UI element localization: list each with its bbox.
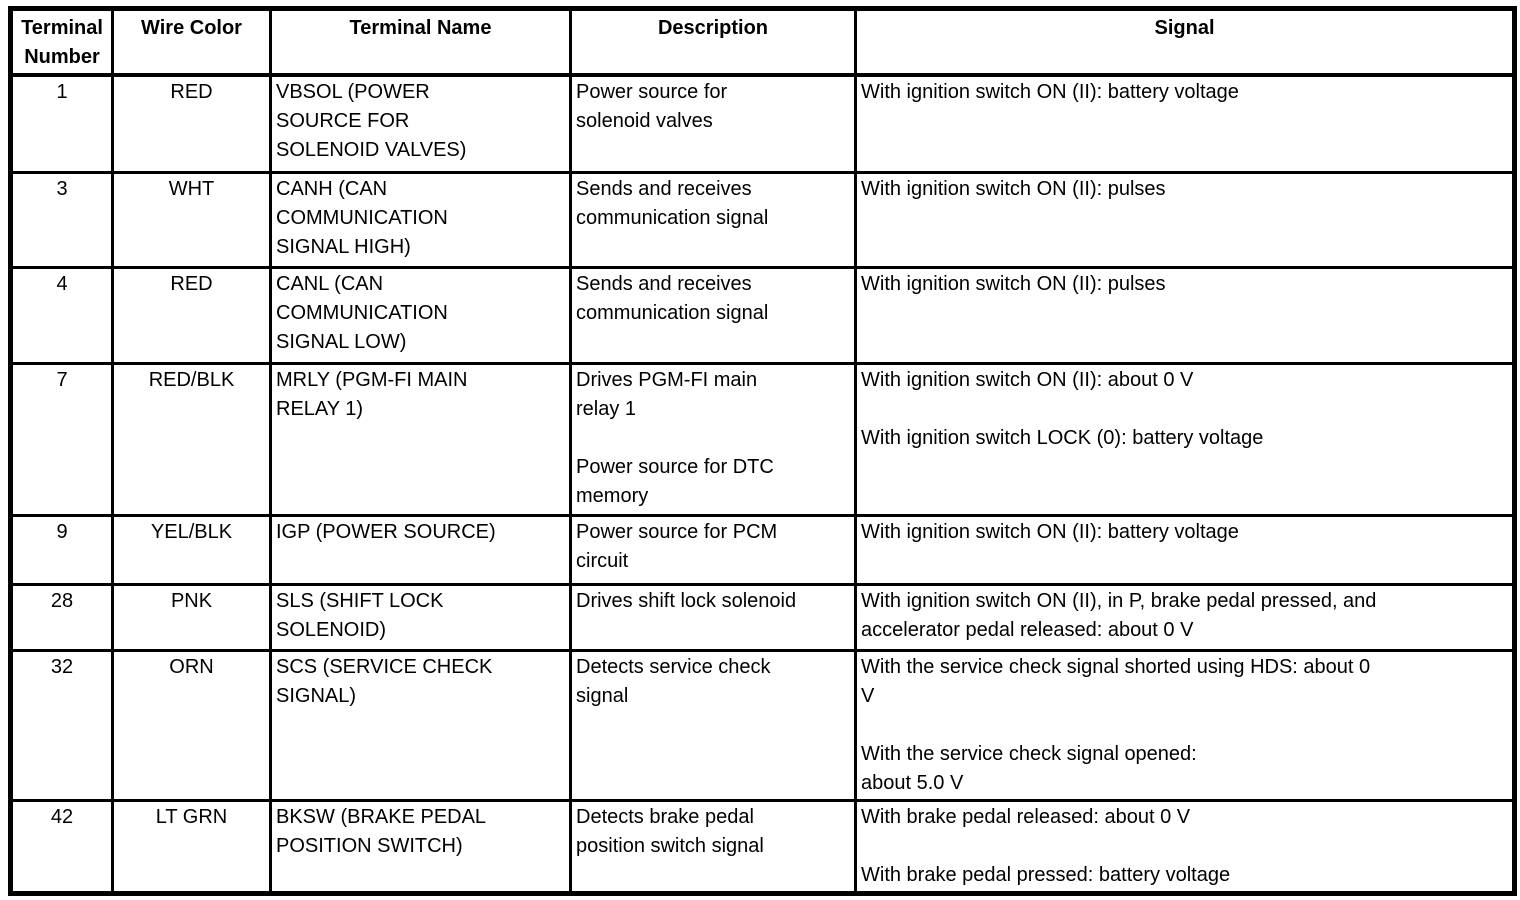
column-header-terminal-number: Terminal Number [9,7,114,77]
terminal-number-cell: 42 [9,798,114,895]
wire-color-cell: WHT [111,170,272,269]
terminal-number-cell: 28 [9,582,114,652]
terminal-number-cell: 3 [9,170,114,269]
description-cell: Power source for PCM circuit [569,513,857,586]
terminal-number-cell: 4 [9,265,114,365]
column-header-signal: Signal [854,7,1516,77]
signal-cell: With ignition switch ON (II): pulses [854,265,1516,365]
signal-cell: With ignition switch ON (II): battery vo… [854,73,1516,174]
terminal-assignment-table: Terminal Number Wire Color Terminal Name… [8,6,1517,896]
table-row: 28 PNK SLS (SHIFT LOCK SOLENOID) Drives … [9,582,1516,652]
description-cell: Detects service check signal [569,648,857,802]
terminal-name-cell: SLS (SHIFT LOCK SOLENOID) [269,582,572,652]
column-header-wire-color: Wire Color [111,7,272,77]
terminal-number-cell: 7 [9,361,114,517]
table-header-row: Terminal Number Wire Color Terminal Name… [9,7,1516,77]
terminal-number-cell: 1 [9,73,114,174]
signal-cell: With ignition switch ON (II): battery vo… [854,513,1516,586]
table-row: 9 YEL/BLK IGP (POWER SOURCE) Power sourc… [9,513,1516,586]
terminal-name-cell: IGP (POWER SOURCE) [269,513,572,586]
terminal-name-cell: SCS (SERVICE CHECK SIGNAL) [269,648,572,802]
signal-cell: With brake pedal released: about 0 V Wit… [854,798,1516,895]
signal-cell: With ignition switch ON (II), in P, brak… [854,582,1516,652]
signal-cell: With the service check signal shorted us… [854,648,1516,802]
column-header-description: Description [569,7,857,77]
terminal-name-cell: CANL (CAN COMMUNICATION SIGNAL LOW) [269,265,572,365]
terminal-name-cell: CANH (CAN COMMUNICATION SIGNAL HIGH) [269,170,572,269]
terminal-name-cell: VBSOL (POWER SOURCE FOR SOLENOID VALVES) [269,73,572,174]
terminal-name-cell: MRLY (PGM-FI MAIN RELAY 1) [269,361,572,517]
description-cell: Sends and receives communication signal [569,265,857,365]
wire-color-cell: PNK [111,582,272,652]
description-cell: Drives PGM-FI main relay 1 Power source … [569,361,857,517]
table-row: 7 RED/BLK MRLY (PGM-FI MAIN RELAY 1) Dri… [9,361,1516,517]
terminal-number-cell: 32 [9,648,114,802]
signal-cell: With ignition switch ON (II): about 0 V … [854,361,1516,517]
table-row: 4 RED CANL (CAN COMMUNICATION SIGNAL LOW… [9,265,1516,365]
wire-color-cell: RED [111,265,272,365]
description-cell: Power source for solenoid valves [569,73,857,174]
table-row: 1 RED VBSOL (POWER SOURCE FOR SOLENOID V… [9,73,1516,174]
wire-color-cell: ORN [111,648,272,802]
table-row: 32 ORN SCS (SERVICE CHECK SIGNAL) Detect… [9,648,1516,802]
wire-color-cell: YEL/BLK [111,513,272,586]
description-cell: Drives shift lock solenoid [569,582,857,652]
table-row: 3 WHT CANH (CAN COMMUNICATION SIGNAL HIG… [9,170,1516,269]
description-cell: Sends and receives communication signal [569,170,857,269]
wire-color-cell: RED [111,73,272,174]
column-header-terminal-name: Terminal Name [269,7,572,77]
terminal-number-cell: 9 [9,513,114,586]
wire-color-cell: RED/BLK [111,361,272,517]
wire-color-cell: LT GRN [111,798,272,895]
signal-cell: With ignition switch ON (II): pulses [854,170,1516,269]
description-cell: Detects brake pedal position switch sign… [569,798,857,895]
terminal-name-cell: BKSW (BRAKE PEDAL POSITION SWITCH) [269,798,572,895]
table-row: 42 LT GRN BKSW (BRAKE PEDAL POSITION SWI… [9,798,1516,895]
